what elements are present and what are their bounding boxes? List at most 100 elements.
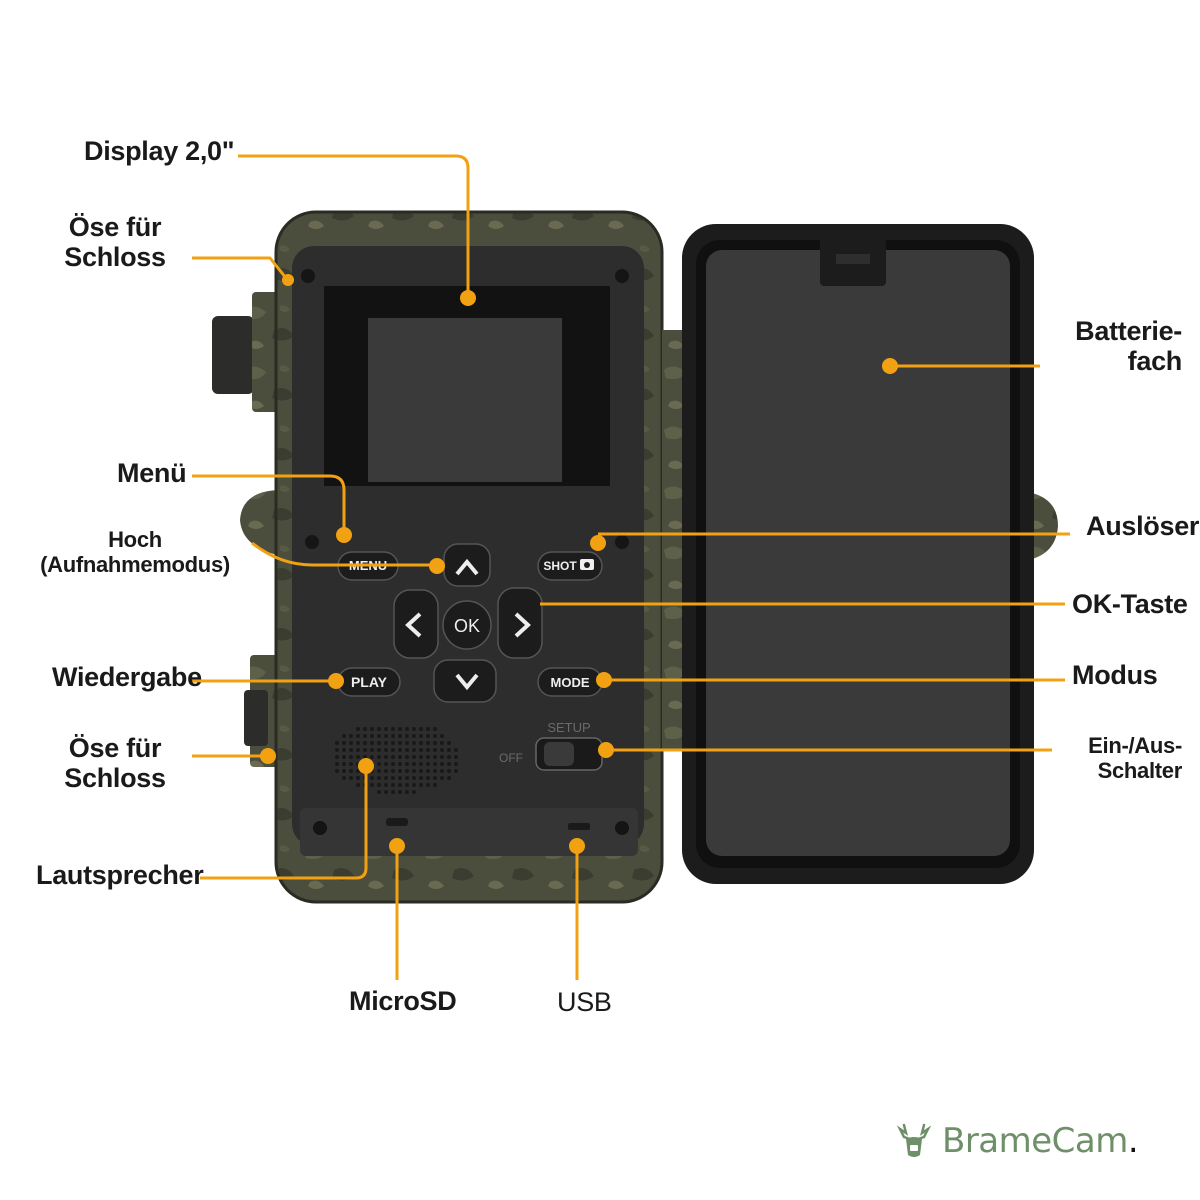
screw (615, 269, 629, 283)
speaker-hole (356, 776, 360, 780)
label-menu: Menü (117, 458, 187, 488)
speaker-hole (447, 741, 451, 745)
ok-button-label: OK (454, 616, 480, 636)
speaker-hole (370, 755, 374, 759)
speaker-hole (426, 748, 430, 752)
speaker-hole (426, 783, 430, 787)
top-latch[interactable] (212, 316, 254, 394)
label-display: Display 2,0" (84, 136, 235, 166)
speaker-hole (405, 762, 409, 766)
speaker-hole (412, 776, 416, 780)
speaker-hole (412, 748, 416, 752)
speaker-hole (391, 762, 395, 766)
speaker-hole (433, 783, 437, 787)
speaker-hole (398, 734, 402, 738)
speaker-hole (342, 769, 346, 773)
speaker-hole (384, 790, 388, 794)
speaker-hole (377, 790, 381, 794)
speaker-hole (412, 769, 416, 773)
speaker-hole (356, 748, 360, 752)
speaker-hole (349, 762, 353, 766)
speaker-hole (377, 748, 381, 752)
callout-lines (192, 154, 1070, 980)
speaker-hole (356, 727, 360, 731)
speaker-hole (419, 734, 423, 738)
microsd-slot[interactable] (386, 818, 408, 826)
speaker-hole (426, 769, 430, 773)
speaker-hole (405, 755, 409, 759)
speaker-hole (419, 755, 423, 759)
speaker-grille (335, 727, 458, 794)
speaker-hole (356, 741, 360, 745)
speaker-hole (440, 769, 444, 773)
label-mode: Modus (1072, 660, 1158, 690)
speaker-hole (433, 762, 437, 766)
left-button[interactable] (393, 589, 439, 659)
speaker-hole (377, 776, 381, 780)
speaker-hole (440, 776, 444, 780)
speaker-hole (426, 776, 430, 780)
speaker-hole (384, 755, 388, 759)
down-button[interactable] (433, 659, 497, 703)
speaker-hole (426, 755, 430, 759)
ok-button[interactable] (442, 600, 492, 650)
label-battery: Batterie-fach (1075, 316, 1182, 377)
speaker-hole (433, 776, 437, 780)
speaker-hole (363, 734, 367, 738)
speaker-hole (377, 741, 381, 745)
speaker-hole (454, 769, 458, 773)
speaker-hole (412, 762, 416, 766)
label-ok-key: OK-Taste (1072, 589, 1188, 619)
screw (615, 535, 629, 549)
usb-port[interactable] (568, 823, 590, 830)
speaker-hole (391, 755, 395, 759)
speaker-hole (356, 769, 360, 773)
speaker-hole (384, 748, 388, 752)
arrow-right-icon (514, 612, 531, 638)
power-switch-knob[interactable] (544, 742, 574, 766)
door-hinge (662, 330, 684, 750)
speaker-hole (391, 776, 395, 780)
speaker-hole (440, 734, 444, 738)
speaker-hole (440, 741, 444, 745)
speaker-hole (405, 748, 409, 752)
speaker-hole (398, 790, 402, 794)
speaker-hole (356, 755, 360, 759)
speaker-hole (405, 790, 409, 794)
speaker-hole (342, 734, 346, 738)
bottom-latch[interactable] (244, 690, 268, 746)
speaker-hole (342, 748, 346, 752)
screw (615, 821, 629, 835)
speaker-hole (370, 727, 374, 731)
screw (301, 269, 315, 283)
speaker-hole (426, 762, 430, 766)
speaker-hole (335, 748, 339, 752)
speaker-hole (398, 741, 402, 745)
speaker-hole (391, 790, 395, 794)
speaker-hole (412, 790, 416, 794)
speaker-hole (342, 762, 346, 766)
speaker-hole (433, 741, 437, 745)
speaker-hole (412, 741, 416, 745)
speaker-hole (384, 783, 388, 787)
speaker-hole (391, 727, 395, 731)
speaker-hole (419, 727, 423, 731)
arrow-up-icon (455, 558, 479, 576)
speaker-hole (342, 755, 346, 759)
speaker-hole (349, 734, 353, 738)
speaker-hole (412, 783, 416, 787)
speaker-hole (440, 755, 444, 759)
speaker-hole (433, 734, 437, 738)
right-button[interactable] (497, 587, 543, 659)
brand-dot: . (1127, 1121, 1139, 1161)
left-ear-tab (240, 490, 282, 556)
speaker-hole (433, 727, 437, 731)
label-power-switch: Ein-/Aus-Schalter (1088, 733, 1182, 783)
speaker-hole (440, 748, 444, 752)
brand-logo: BrameCam. (892, 1118, 1139, 1164)
speaker-hole (398, 776, 402, 780)
speaker-hole (405, 734, 409, 738)
callout-lock-top (192, 256, 288, 279)
mode-button-label: MODE (551, 675, 590, 690)
